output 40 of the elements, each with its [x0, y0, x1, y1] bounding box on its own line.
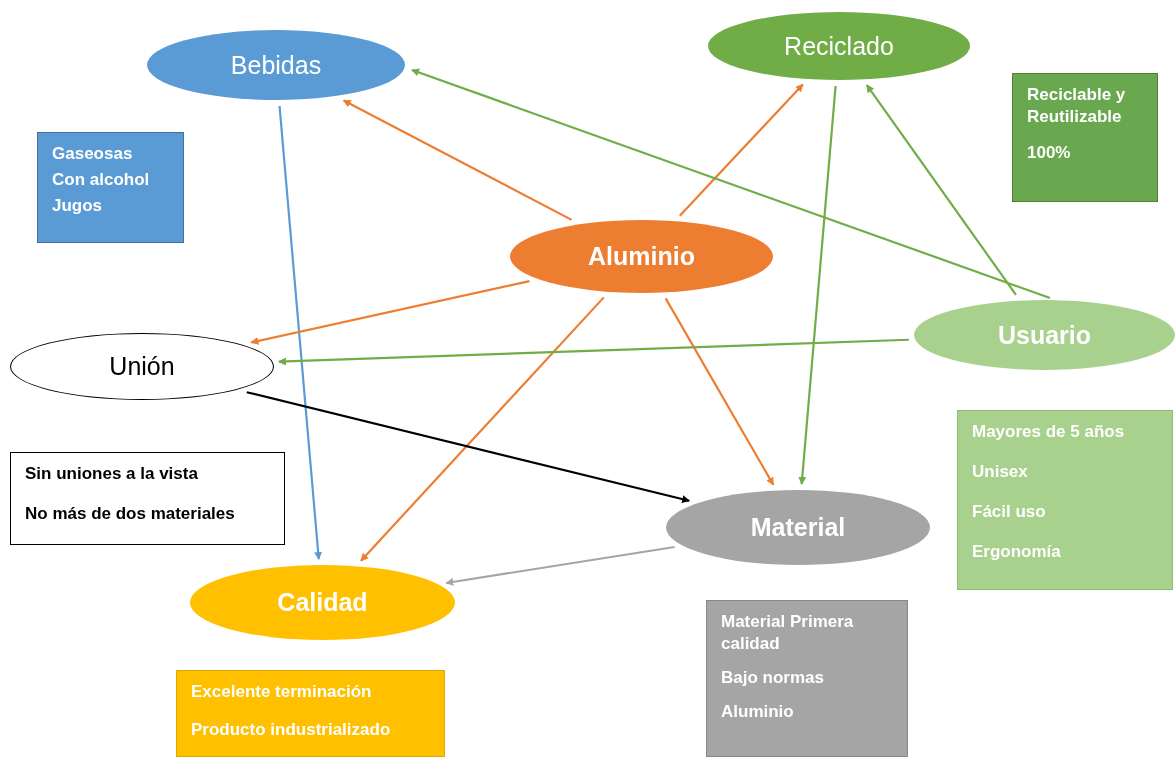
info-text: Excelente terminación	[191, 681, 373, 703]
info-box	[957, 410, 1173, 590]
info-box	[1012, 73, 1158, 202]
info-text: Reciclable y Reutilizable	[1027, 84, 1127, 129]
info-text: Bajo normas	[721, 667, 825, 690]
arrow	[250, 280, 530, 345]
arrow	[664, 297, 775, 486]
node-label: Unión	[109, 352, 175, 381]
node-label: Calidad	[277, 588, 368, 617]
arrow	[246, 391, 691, 503]
info-text: Aluminio	[721, 701, 795, 724]
info-text: Gaseosas	[52, 143, 134, 165]
info-text: 100%	[1027, 142, 1072, 165]
arrow	[278, 105, 323, 560]
info-text: Mayores de 5 años	[972, 421, 1126, 443]
info-text: Ergonomía	[972, 541, 1062, 564]
node-label: Aluminio	[588, 242, 695, 271]
info-text: Unisex	[972, 461, 1029, 484]
node-label: Bebidas	[230, 50, 322, 80]
info-text: Jugos	[52, 195, 104, 218]
node-label: Usuario	[997, 320, 1092, 350]
info-text: Producto industrializado	[191, 719, 392, 742]
node-label: Material	[750, 513, 846, 542]
arrow	[798, 85, 837, 485]
info-text: No más de dos materiales	[25, 503, 236, 526]
arrow	[342, 99, 573, 221]
info-box	[37, 132, 184, 243]
info-text: Fácil uso	[972, 501, 1047, 524]
info-box	[10, 452, 285, 545]
arrow	[360, 296, 605, 562]
arrow	[278, 338, 909, 366]
info-text: Material Primera calidad	[721, 611, 855, 656]
arrow	[445, 545, 675, 586]
node-label: Reciclado	[784, 31, 894, 61]
info-text: Sin uniones a la vista	[25, 463, 199, 485]
arrow	[679, 83, 804, 217]
info-box	[176, 670, 445, 757]
info-box	[706, 600, 908, 757]
arrow	[865, 84, 1017, 296]
info-text: Con alcohol	[52, 169, 151, 192]
